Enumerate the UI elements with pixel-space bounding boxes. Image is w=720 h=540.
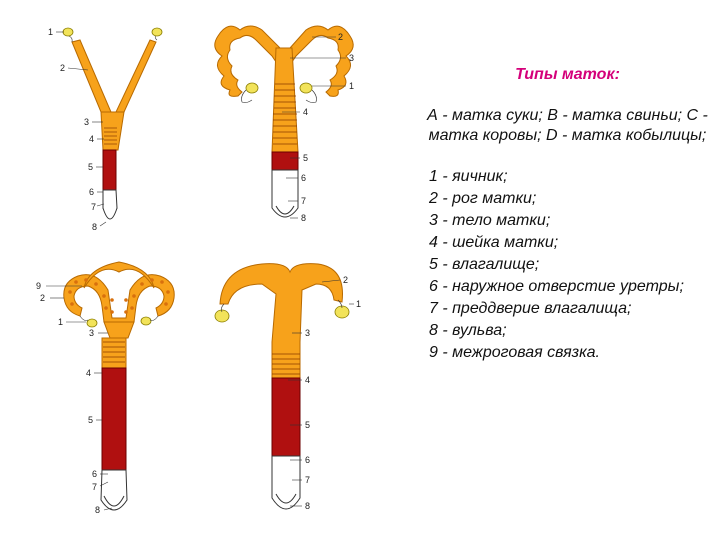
label-a-4: 4 <box>89 134 94 144</box>
vulva <box>103 495 125 507</box>
legend-item: 8 - вульва; <box>429 322 507 339</box>
uterus-diagram-a: 1 2 3 4 5 6 7 8 <box>48 27 163 232</box>
uterine-horn-right <box>115 39 157 113</box>
oviduct-right <box>305 89 317 103</box>
label-c-3: 3 <box>89 328 94 338</box>
uterus-diagram-c: 9 2 1 3 4 5 6 7 8 <box>36 261 175 515</box>
ovary-right <box>140 316 152 326</box>
label-c-4: 4 <box>86 368 91 378</box>
cervix <box>101 337 127 369</box>
legend-item: 7 - преддверие влагалища; <box>429 300 632 317</box>
legend-item: 4 - шейка матки; <box>429 234 559 251</box>
intercornual-ligament <box>83 261 155 289</box>
label-c-5: 5 <box>88 415 93 425</box>
label-d-8: 8 <box>305 501 310 511</box>
cervix-folds <box>272 353 300 375</box>
cervix-folds <box>103 341 125 363</box>
label-b-6: 6 <box>301 173 306 183</box>
vagina <box>101 367 127 471</box>
legend-panel: Типы маток: А - матка суки; В - матка св… <box>425 64 710 364</box>
uterus-diagram-d: 2 1 3 4 5 6 7 8 <box>214 263 361 511</box>
legend-list: 1 - яичник; 2 - рог матки; 3 - тело матк… <box>425 166 710 363</box>
label-c-9: 9 <box>36 281 41 291</box>
label-d-7: 7 <box>305 475 310 485</box>
leader-lines-a <box>56 31 107 227</box>
vagina <box>271 151 299 171</box>
label-b-8: 8 <box>301 213 306 223</box>
ovary-left <box>86 318 98 328</box>
uterine-horn-left <box>71 39 112 113</box>
label-a-1: 1 <box>48 27 53 37</box>
ovary-left <box>245 82 259 94</box>
label-d-3: 3 <box>305 328 310 338</box>
label-d-6: 6 <box>305 455 310 465</box>
label-b-5: 5 <box>303 153 308 163</box>
uterine-horns-and-body <box>219 263 343 379</box>
uterine-body <box>100 111 125 151</box>
legend-description: А - матка суки; В - матка свиньи; С - ма… <box>427 107 708 144</box>
leader-lines-c <box>46 285 113 511</box>
label-b-7: 7 <box>301 196 306 206</box>
ovary-right <box>299 82 313 94</box>
oviduct-left <box>241 89 253 103</box>
label-c-2: 2 <box>40 293 45 303</box>
vagina <box>271 377 301 457</box>
label-b-4: 4 <box>303 107 308 117</box>
label-a-2: 2 <box>60 63 65 73</box>
oviduct-right <box>149 315 159 321</box>
labels-b: 2 3 1 4 5 6 7 8 <box>301 32 354 223</box>
uterine-body <box>271 47 299 153</box>
vulva <box>102 207 118 220</box>
cervix-folds <box>273 83 297 145</box>
label-d-4: 4 <box>305 375 310 385</box>
label-b-2: 2 <box>338 32 343 42</box>
label-a-3: 3 <box>84 117 89 127</box>
oviduct-left <box>79 315 89 321</box>
label-c-8: 8 <box>95 505 100 515</box>
label-b-3: 3 <box>349 53 354 63</box>
leader-lines-b <box>282 36 346 219</box>
legend-item: 9 - межроговая связка. <box>429 344 600 361</box>
labels-c: 9 2 1 3 4 5 6 7 8 <box>36 281 100 515</box>
labels-d: 2 1 3 4 5 6 7 8 <box>305 275 361 511</box>
legend-item: 3 - тело матки; <box>429 212 551 229</box>
leader-lines-d <box>288 279 354 507</box>
oviduct-left <box>221 303 225 313</box>
legend-item: 6 - наружное отверстие уретры; <box>429 278 684 295</box>
label-a-7: 7 <box>91 202 96 212</box>
vulva <box>275 493 297 504</box>
labels-a: 1 2 3 4 5 6 7 8 <box>48 27 97 232</box>
label-d-2: 2 <box>343 275 348 285</box>
uterus-diagram-b: 2 3 1 4 5 6 7 8 <box>214 25 354 223</box>
legend-item: 5 - влагалище; <box>429 256 540 273</box>
legend-item: 1 - яичник; <box>429 168 508 185</box>
uterine-horns <box>63 274 175 323</box>
label-c-1: 1 <box>58 317 63 327</box>
label-a-8: 8 <box>92 222 97 232</box>
cervix-folds <box>104 127 117 145</box>
vestibule <box>271 169 299 218</box>
legend-title: Типы маток: <box>515 66 620 83</box>
horn-caruncles <box>68 278 170 314</box>
uterine-body <box>103 321 135 339</box>
ovary-right <box>151 27 163 37</box>
legend-item: 2 - рог матки; <box>429 190 537 207</box>
oviduct-right <box>337 299 343 309</box>
label-d-1: 1 <box>356 299 361 309</box>
label-b-1: 1 <box>349 81 354 91</box>
label-c-7: 7 <box>92 482 97 492</box>
label-a-6: 6 <box>89 187 94 197</box>
uterus-types-diagram: 1 2 3 4 5 6 7 8 <box>36 25 361 515</box>
label-a-5: 5 <box>88 162 93 172</box>
label-d-5: 5 <box>305 420 310 430</box>
uterine-horns-convoluted <box>214 25 281 97</box>
ovary-left <box>214 309 230 323</box>
ovary-left <box>62 27 74 37</box>
label-c-6: 6 <box>92 469 97 479</box>
uterine-horns-convoluted-right <box>289 25 354 97</box>
vagina <box>102 149 117 191</box>
vulva <box>275 205 295 215</box>
